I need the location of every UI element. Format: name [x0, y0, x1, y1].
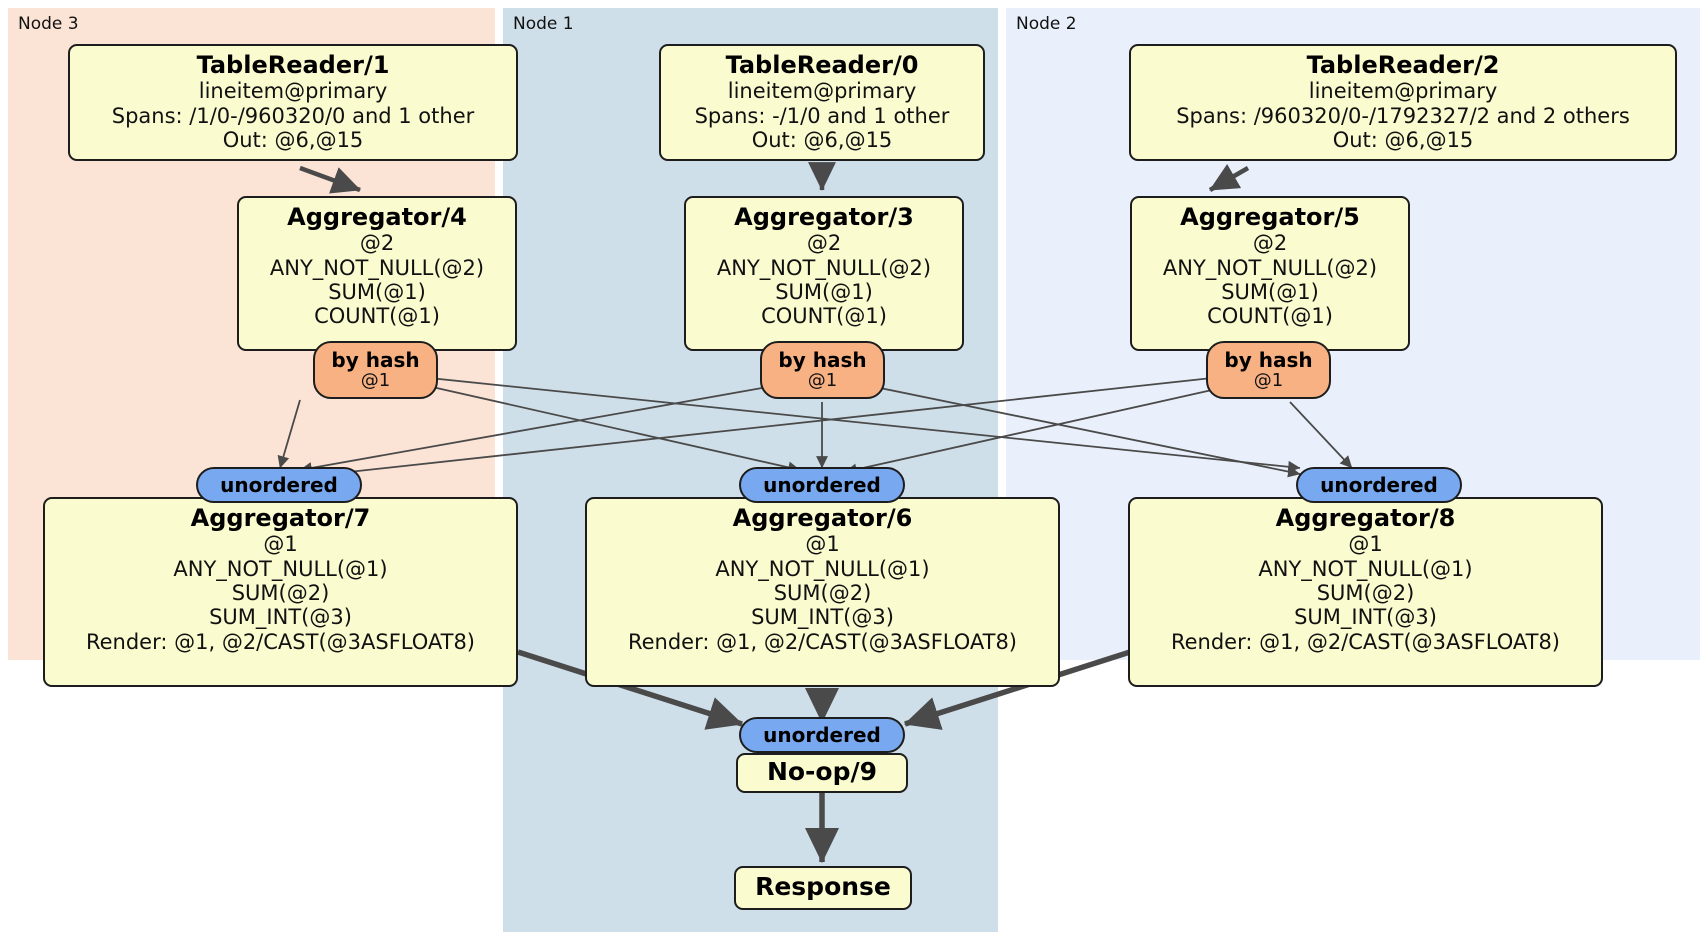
processor-line: ANY_NOT_NULL(@2) — [716, 255, 932, 280]
processor-response[interactable]: Response — [734, 866, 912, 910]
processor-line: COUNT(@1) — [314, 304, 440, 329]
processor-line: Render: @1, @2/CAST(@3ASFLOAT8) — [1170, 629, 1561, 654]
processor-noop-9[interactable]: No-op/9 — [736, 753, 908, 793]
processor-title: TableReader/1 — [196, 51, 390, 79]
router-label: by hash — [778, 348, 867, 373]
router-column: @1 — [360, 370, 391, 392]
processor-line: Out: @6,@15 — [751, 128, 893, 153]
processor-line: @2 — [1252, 231, 1288, 256]
synchronizer-label: unordered — [763, 723, 881, 747]
processor-line: COUNT(@1) — [761, 304, 887, 329]
processor-line: Render: @1, @2/CAST(@3ASFLOAT8) — [627, 629, 1018, 654]
node-region-label-node1: Node 1 — [513, 14, 574, 34]
processor-line: SUM_INT(@3) — [1294, 605, 1437, 630]
processor-tablereader-1[interactable]: TableReader/1 lineitem@primary Spans: /1… — [68, 44, 518, 162]
router-by-hash-left[interactable]: by hash @1 — [313, 341, 438, 399]
processor-line: ANY_NOT_NULL(@2) — [1162, 255, 1378, 280]
processor-line: SUM(@1) — [775, 280, 873, 305]
processor-line: @1 — [1348, 532, 1383, 557]
processor-title: No-op/9 — [766, 756, 878, 786]
processor-tablereader-2[interactable]: TableReader/2 lineitem@primary Spans: /9… — [1129, 44, 1677, 162]
router-column: @1 — [1253, 370, 1284, 392]
processor-line: @1 — [263, 532, 298, 557]
processor-line: SUM(@2) — [231, 581, 330, 606]
processor-title: Response — [755, 871, 891, 901]
processor-line: lineitem@primary — [1308, 79, 1498, 104]
processor-line: Spans: -/1/0 and 1 other — [694, 103, 950, 128]
processor-line: SUM(@2) — [1316, 581, 1415, 606]
processor-line: ANY_NOT_NULL(@1) — [173, 556, 388, 581]
processor-aggregator-7[interactable]: Aggregator/7 @1 ANY_NOT_NULL(@1) SUM(@2)… — [43, 497, 518, 687]
processor-aggregator-6[interactable]: Aggregator/6 @1 ANY_NOT_NULL(@1) SUM(@2)… — [585, 497, 1060, 687]
synchronizer-unordered-center[interactable]: unordered — [739, 467, 905, 503]
processor-line: ANY_NOT_NULL(@2) — [269, 255, 485, 280]
processor-line: @2 — [359, 231, 395, 256]
processor-title: TableReader/2 — [1306, 51, 1500, 79]
processor-line: SUM_INT(@3) — [751, 605, 894, 630]
synchronizer-label: unordered — [1320, 473, 1438, 497]
router-by-hash-center[interactable]: by hash @1 — [760, 341, 885, 399]
processor-aggregator-8[interactable]: Aggregator/8 @1 ANY_NOT_NULL(@1) SUM(@2)… — [1128, 497, 1603, 687]
processor-title: Aggregator/8 — [1275, 504, 1456, 532]
processor-title: TableReader/0 — [725, 51, 919, 79]
synchronizer-unordered-right[interactable]: unordered — [1296, 467, 1462, 503]
router-label: by hash — [1224, 348, 1313, 373]
processor-line: @1 — [805, 532, 840, 557]
synchronizer-unordered-final[interactable]: unordered — [739, 717, 905, 753]
processor-line: COUNT(@1) — [1207, 304, 1333, 329]
synchronizer-label: unordered — [763, 473, 881, 497]
processor-line: Out: @6,@15 — [1332, 128, 1474, 153]
node-region-label-node3: Node 3 — [18, 14, 79, 34]
router-by-hash-right[interactable]: by hash @1 — [1206, 341, 1331, 399]
processor-line: SUM_INT(@3) — [209, 605, 352, 630]
processor-line: lineitem@primary — [198, 79, 388, 104]
node-region-label-node2: Node 2 — [1016, 14, 1077, 34]
processor-line: SUM(@1) — [328, 280, 426, 305]
processor-aggregator-4[interactable]: Aggregator/4 @2 ANY_NOT_NULL(@2) SUM(@1)… — [237, 196, 517, 351]
processor-tablereader-0[interactable]: TableReader/0 lineitem@primary Spans: -/… — [659, 44, 985, 162]
processor-line: ANY_NOT_NULL(@1) — [715, 556, 930, 581]
processor-line: Spans: /960320/0-/1792327/2 and 2 others — [1176, 103, 1630, 128]
processor-line: Render: @1, @2/CAST(@3ASFLOAT8) — [85, 629, 476, 654]
processor-line: @2 — [806, 231, 842, 256]
processor-title: Aggregator/3 — [734, 203, 914, 231]
processor-aggregator-3[interactable]: Aggregator/3 @2 ANY_NOT_NULL(@2) SUM(@1)… — [684, 196, 964, 351]
router-label: by hash — [331, 348, 420, 373]
processor-line: Out: @6,@15 — [222, 128, 364, 153]
processor-line: SUM(@1) — [1221, 280, 1319, 305]
processor-title: Aggregator/6 — [732, 504, 913, 532]
synchronizer-unordered-left[interactable]: unordered — [196, 467, 362, 503]
processor-aggregator-5[interactable]: Aggregator/5 @2 ANY_NOT_NULL(@2) SUM(@1)… — [1130, 196, 1410, 351]
processor-title: Aggregator/7 — [190, 504, 371, 532]
router-column: @1 — [807, 370, 838, 392]
synchronizer-label: unordered — [220, 473, 338, 497]
processor-line: lineitem@primary — [727, 79, 917, 104]
processor-line: Spans: /1/0-/960320/0 and 1 other — [111, 103, 475, 128]
processor-title: Aggregator/4 — [287, 203, 467, 231]
processor-line: SUM(@2) — [773, 581, 872, 606]
processor-title: Aggregator/5 — [1180, 203, 1360, 231]
processor-line: ANY_NOT_NULL(@1) — [1258, 556, 1473, 581]
